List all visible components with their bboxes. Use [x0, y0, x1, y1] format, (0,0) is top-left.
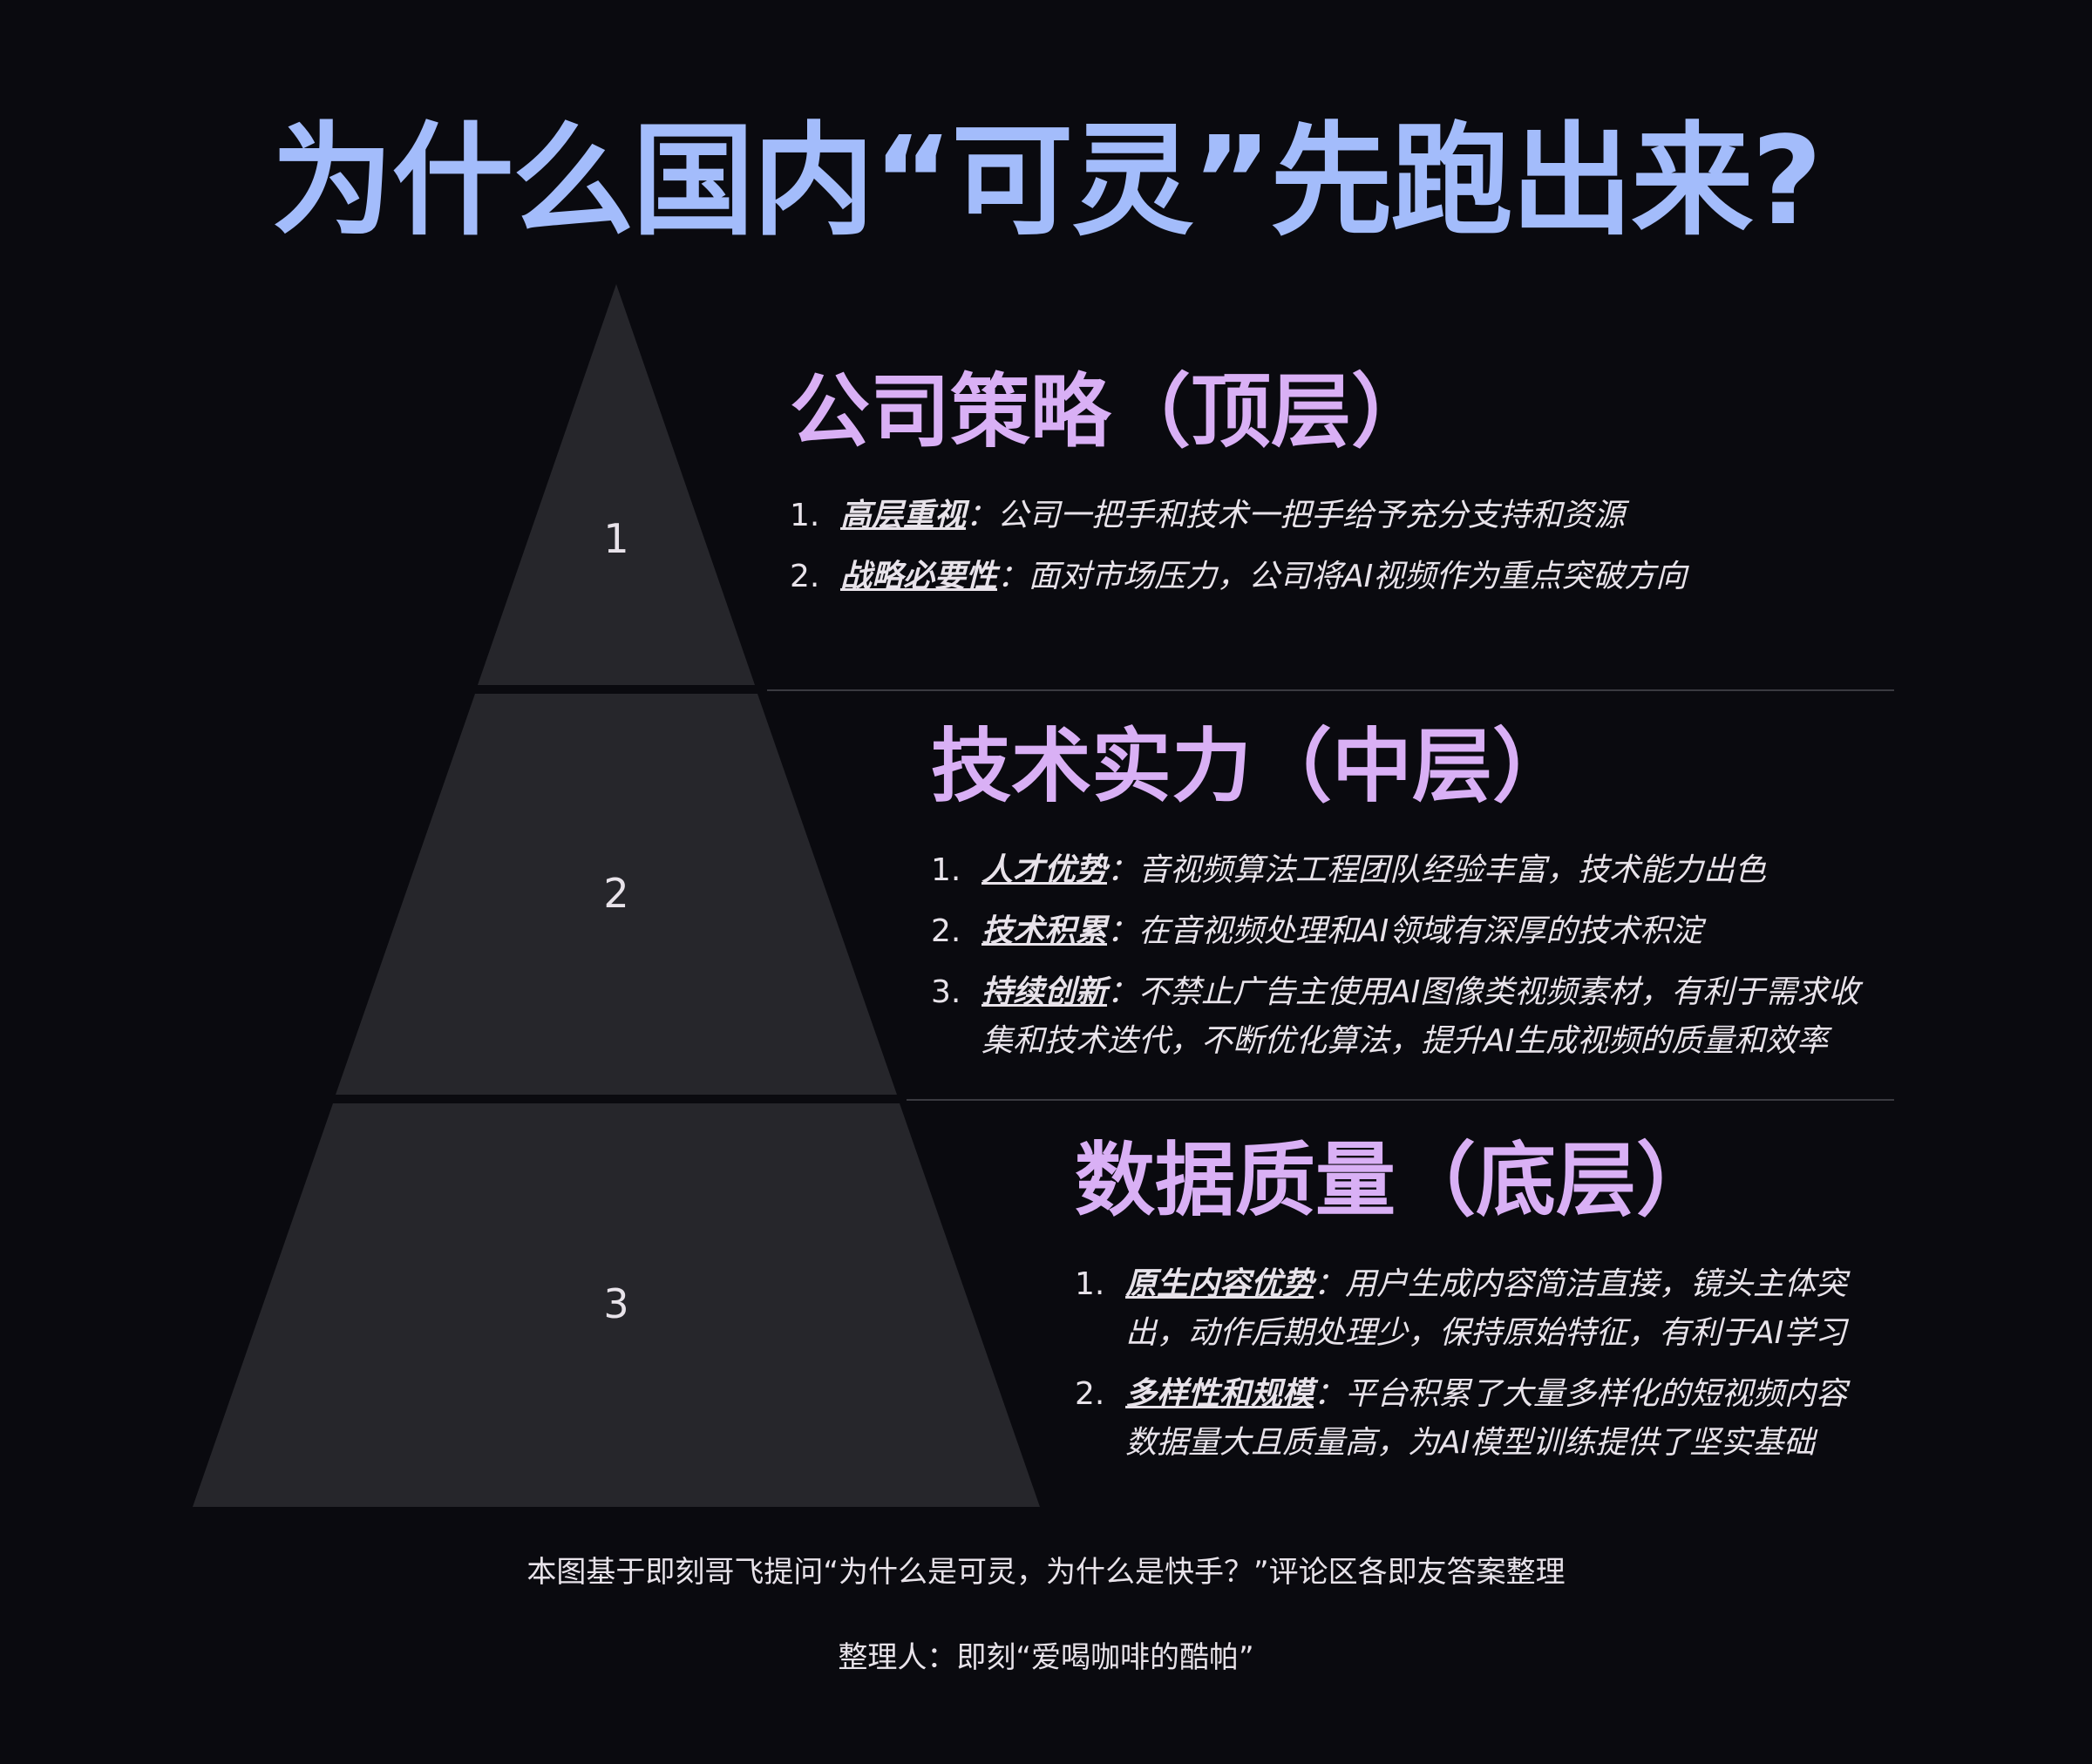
item-key: 高层重视	[840, 498, 967, 534]
item-number: 1.	[790, 498, 820, 534]
item-key: 技术积累	[981, 913, 1108, 950]
item-key: 持续创新	[981, 974, 1108, 1011]
tier-top: 公司策略（顶层） 1. 高层重视：公司一把手和技术一把手给予充分支持和资源 2. 战…	[790, 364, 1888, 614]
item-text: ：在音视频处理和AI领域有深厚的技术积淀	[1107, 913, 1703, 950]
tier-number-2: 2	[603, 870, 628, 917]
list-item: 1. 原生内容优势：用户生成内容简洁直接，镜头主体突出，动作后期处理少，保持原始特…	[1075, 1260, 1859, 1358]
tier-number-3: 3	[603, 1280, 628, 1327]
item-text: ：公司一把手和技术一把手给予充分支持和资源	[966, 498, 1626, 534]
tier-bottom: 数据质量（底层） 1. 原生内容优势：用户生成内容简洁直接，镜头主体突出，动作后期…	[1075, 1133, 1859, 1480]
item-number: 1.	[1075, 1266, 1105, 1303]
tier-heading: 公司策略（顶层）	[790, 365, 1432, 458]
item-key: 多样性和规模	[1125, 1376, 1314, 1413]
item-text: ：音视频算法工程团队经验丰富，技术能力出色	[1107, 852, 1767, 889]
item-number: 2.	[931, 913, 961, 950]
tier-heading: 技术实力（中层）	[931, 720, 1573, 813]
divider-middle	[907, 1099, 1894, 1101]
item-text: ：不禁止广告主使用AI图像类视频素材，有利于需求收集和技术迭代，不断优化算法，提…	[981, 974, 1860, 1060]
pyramid-tier-top	[478, 284, 755, 685]
list-item: 2. 战略必要性：面对市场压力，公司将AI视频作为重点突破方向	[790, 553, 1888, 601]
tier-heading: 数据质量（底层）	[1075, 1134, 1717, 1227]
item-number: 1.	[931, 852, 961, 889]
item-text: ：平台积累了大量多样化的短视频内容数据量大且质量高，为AI模型训练提供了坚实基础	[1125, 1376, 1848, 1462]
item-number: 3.	[931, 974, 961, 1011]
list-item: 1. 高层重视：公司一把手和技术一把手给予充分支持和资源	[790, 492, 1888, 540]
item-key: 人才优势	[981, 852, 1108, 889]
list-item: 1. 人才优势：音视频算法工程团队经验丰富，技术能力出色	[931, 846, 1881, 895]
item-text: ：用户生成内容简洁直接，镜头主体突出，动作后期处理少，保持原始特征，有利于AI学…	[1125, 1266, 1848, 1352]
list-item: 2. 多样性和规模：平台积累了大量多样化的短视频内容数据量大且质量高，为AI模型训…	[1075, 1370, 1859, 1468]
footer-author: 整理人：即刻“爱喝咖啡的酷帕”	[838, 1640, 1254, 1675]
list-item: 3. 持续创新：不禁止广告主使用AI图像类视频素材，有利于需求收集和技术迭代，不断…	[931, 968, 1881, 1066]
tier-middle: 技术实力（中层） 1. 人才优势：音视频算法工程团队经验丰富，技术能力出色 2. 技…	[931, 719, 1881, 1078]
divider-top	[767, 689, 1894, 691]
page-title: 为什么国内“可灵”先跑出来?	[271, 111, 1822, 253]
footer-source: 本图基于即刻哥飞提问“为什么是可灵，为什么是快手？”评论区各即友答案整理	[526, 1555, 1566, 1590]
list-item: 2. 技术积累：在音视频处理和AI领域有深厚的技术积淀	[931, 907, 1881, 956]
item-key: 原生内容优势	[1125, 1266, 1314, 1303]
item-number: 2.	[790, 559, 820, 595]
item-text: ：面对市场压力，公司将AI视频作为重点突破方向	[997, 559, 1688, 595]
pyramid-tier-bottom	[193, 1103, 1040, 1507]
item-number: 2.	[1075, 1376, 1105, 1413]
tier-number-1: 1	[603, 515, 628, 562]
item-key: 战略必要性	[840, 559, 998, 595]
pyramid-tier-middle	[336, 694, 897, 1095]
